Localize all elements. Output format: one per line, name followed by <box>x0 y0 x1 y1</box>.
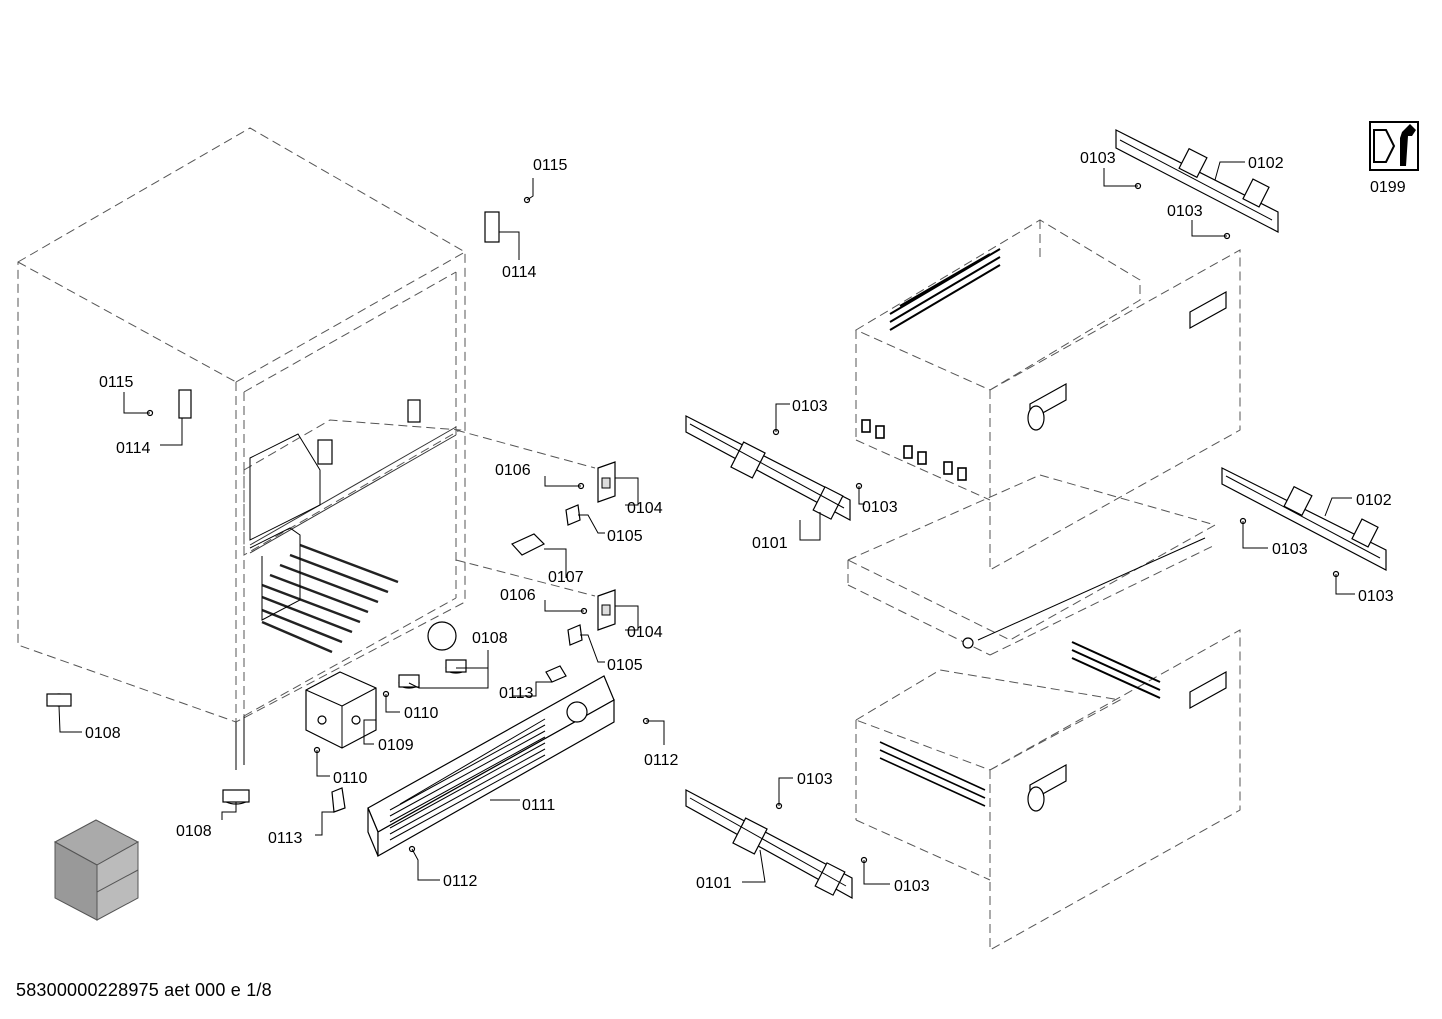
drawer-rail-upper-left <box>685 415 851 522</box>
leader-lines <box>58 161 1355 885</box>
callout-label: 0101 <box>752 535 788 552</box>
callout-label: 0113 <box>499 685 534 702</box>
label-plate-side <box>178 389 192 419</box>
callout-label: 0103 <box>862 499 898 516</box>
callout-label: 0105 <box>607 657 643 674</box>
upper-drawer <box>854 219 1241 571</box>
callout-label: 0112 <box>644 752 679 769</box>
callout-label: 0114 <box>116 440 151 457</box>
drawer-rail-mid-right <box>1221 467 1387 571</box>
screws <box>146 182 1340 864</box>
callout-label: 0111 <box>522 797 555 814</box>
callout-label: 0107 <box>548 569 584 586</box>
callout-label: 0103 <box>797 771 833 788</box>
callout-label: 0103 <box>1272 541 1308 558</box>
callout-label: 0105 <box>607 528 643 545</box>
callout-label: 0103 <box>1358 588 1394 605</box>
clip-upper <box>545 665 567 683</box>
document-number: 58300000228975 aet 000 e 1/8 <box>16 980 272 1000</box>
callout-label: 0109 <box>378 737 414 754</box>
callout-label: 0103 <box>792 398 828 415</box>
cabinet-housing <box>17 127 466 770</box>
callout-label: 0110 <box>333 770 368 787</box>
callout-label: 0108 <box>176 823 212 840</box>
adjustable-feet <box>46 621 467 805</box>
ventilation-grille <box>367 675 615 858</box>
callout-label: 0108 <box>472 630 508 647</box>
callout-label: 0106 <box>500 587 536 604</box>
callout-label: 0112 <box>443 873 478 890</box>
wrench-icon <box>1369 121 1419 171</box>
callout-label: 0115 <box>533 157 568 174</box>
callout-label: 0113 <box>268 830 303 847</box>
callout-label: 0103 <box>1167 203 1203 220</box>
drawer-rail-lower-left <box>685 789 853 900</box>
callout-label: 0110 <box>404 705 439 722</box>
drawer-tray <box>846 474 1217 656</box>
control-part <box>511 533 546 556</box>
hinge-lower <box>567 589 616 646</box>
hinge-upper <box>565 461 616 526</box>
lower-drawer <box>854 629 1241 951</box>
callout-label: 0115 <box>99 374 134 391</box>
callout-label: 0103 <box>1080 150 1116 167</box>
callout-label: 0102 <box>1356 492 1392 509</box>
appliance-thumbnail-icon <box>53 819 140 921</box>
callout-label: 0199 <box>1370 179 1406 196</box>
callout-label: 0104 <box>627 500 663 517</box>
label-plate-top <box>484 211 500 243</box>
callout-label: 0106 <box>495 462 531 479</box>
clip-lower <box>331 787 346 813</box>
drawer-rail-upper-right <box>1115 129 1279 233</box>
callout-label: 0108 <box>85 725 121 742</box>
callout-label: 0102 <box>1248 155 1284 172</box>
callout-label: 0104 <box>627 624 663 641</box>
callout-label: 0101 <box>696 875 732 892</box>
bracket-box <box>305 671 377 749</box>
callout-label: 0114 <box>502 264 537 281</box>
callout-label: 0103 <box>894 878 930 895</box>
